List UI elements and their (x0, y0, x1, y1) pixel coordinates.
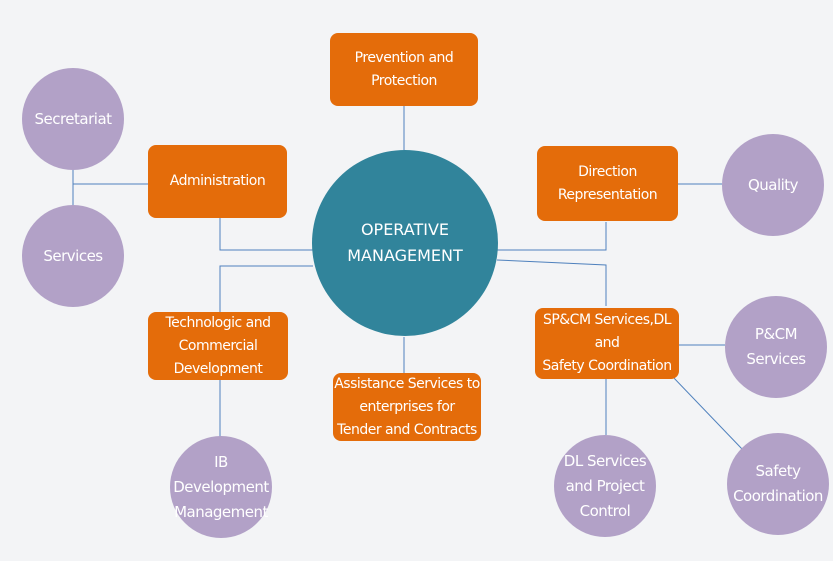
direction-representation-node: Direction Representation (537, 146, 678, 221)
technologic-commercial-node: Technologic and Commercial Development (148, 312, 288, 380)
connector-spcm-safety (671, 375, 744, 451)
secretariat-node: Secretariat (22, 68, 124, 170)
ib-development-node: IB Development Management (170, 436, 272, 538)
connector-center-direction (497, 222, 607, 251)
connector-center-spcm (496, 259, 607, 306)
services-node: Services (22, 205, 124, 307)
connector-administration-center (219, 218, 313, 251)
administration-node: Administration (148, 145, 287, 218)
spcm-services-node: SP&CM Services,DL and Safety Coordinatio… (535, 308, 679, 379)
assistance-services-node: Assistance Services to enterprises for T… (333, 373, 481, 441)
pcm-services-node: P&CM Services (725, 296, 827, 398)
connector-center-technologic (219, 265, 313, 312)
dl-services-node: DL Services and Project Control (554, 435, 656, 537)
safety-coordination-node: Safety Coordination (727, 433, 829, 535)
prevention-protection-node: Prevention and Protection (330, 33, 478, 106)
quality-node: Quality (722, 134, 824, 236)
operative-management-node: OPERATIVE MANAGEMENT (312, 150, 498, 336)
